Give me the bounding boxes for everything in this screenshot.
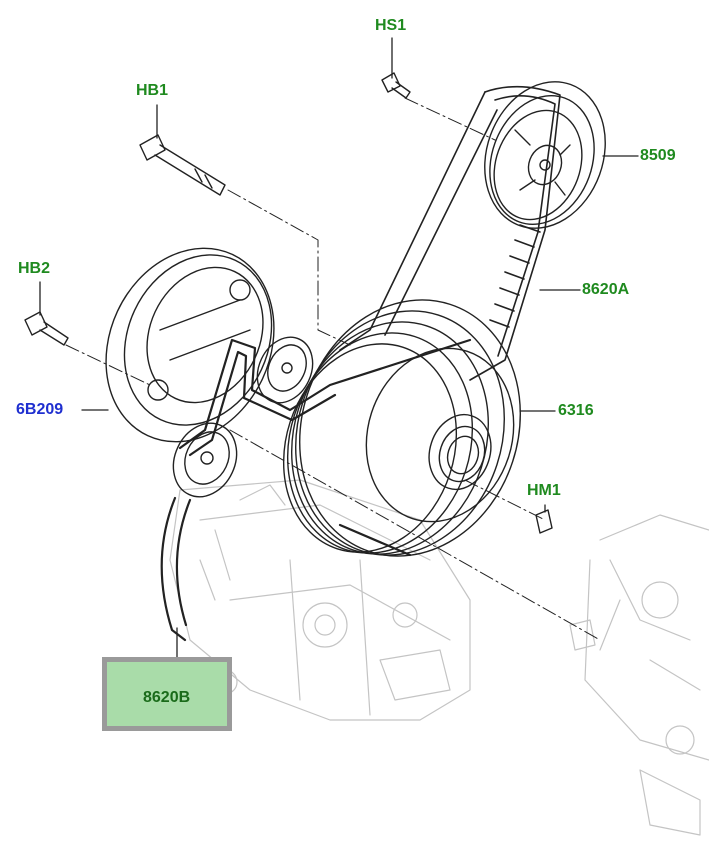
pulley-8509 <box>484 81 606 229</box>
idler-pulley-lower <box>172 422 238 498</box>
bolt-hb2 <box>24 311 69 346</box>
callout-hs1: HS1 <box>375 17 407 34</box>
callout-8620a: 8620A <box>582 281 630 298</box>
bolt-hm1 <box>535 509 553 534</box>
highlighted-part-box[interactable]: 8620B <box>102 657 232 731</box>
tensioner-6b209 <box>105 247 275 443</box>
assembly-centerlines <box>65 97 601 641</box>
bolt-hb1 <box>139 134 226 196</box>
callout-6b209: 6B209 <box>16 401 64 418</box>
drive-belt-8620a <box>339 85 561 381</box>
callout-8620b: 8620B <box>143 689 191 706</box>
bolt-hs1 <box>381 72 411 99</box>
callout-6316: 6316 <box>558 402 594 419</box>
callout-hm1: HM1 <box>527 482 561 499</box>
callout-hb1: HB1 <box>136 82 169 99</box>
idler-pulley-upper <box>256 336 314 404</box>
pulley-6316 <box>282 299 521 557</box>
drive-belt-8620b <box>160 338 472 642</box>
callout-8509: 8509 <box>640 147 676 164</box>
callout-hb2: HB2 <box>18 260 51 277</box>
alternator-housing <box>569 514 709 836</box>
leader-lines <box>39 37 639 661</box>
